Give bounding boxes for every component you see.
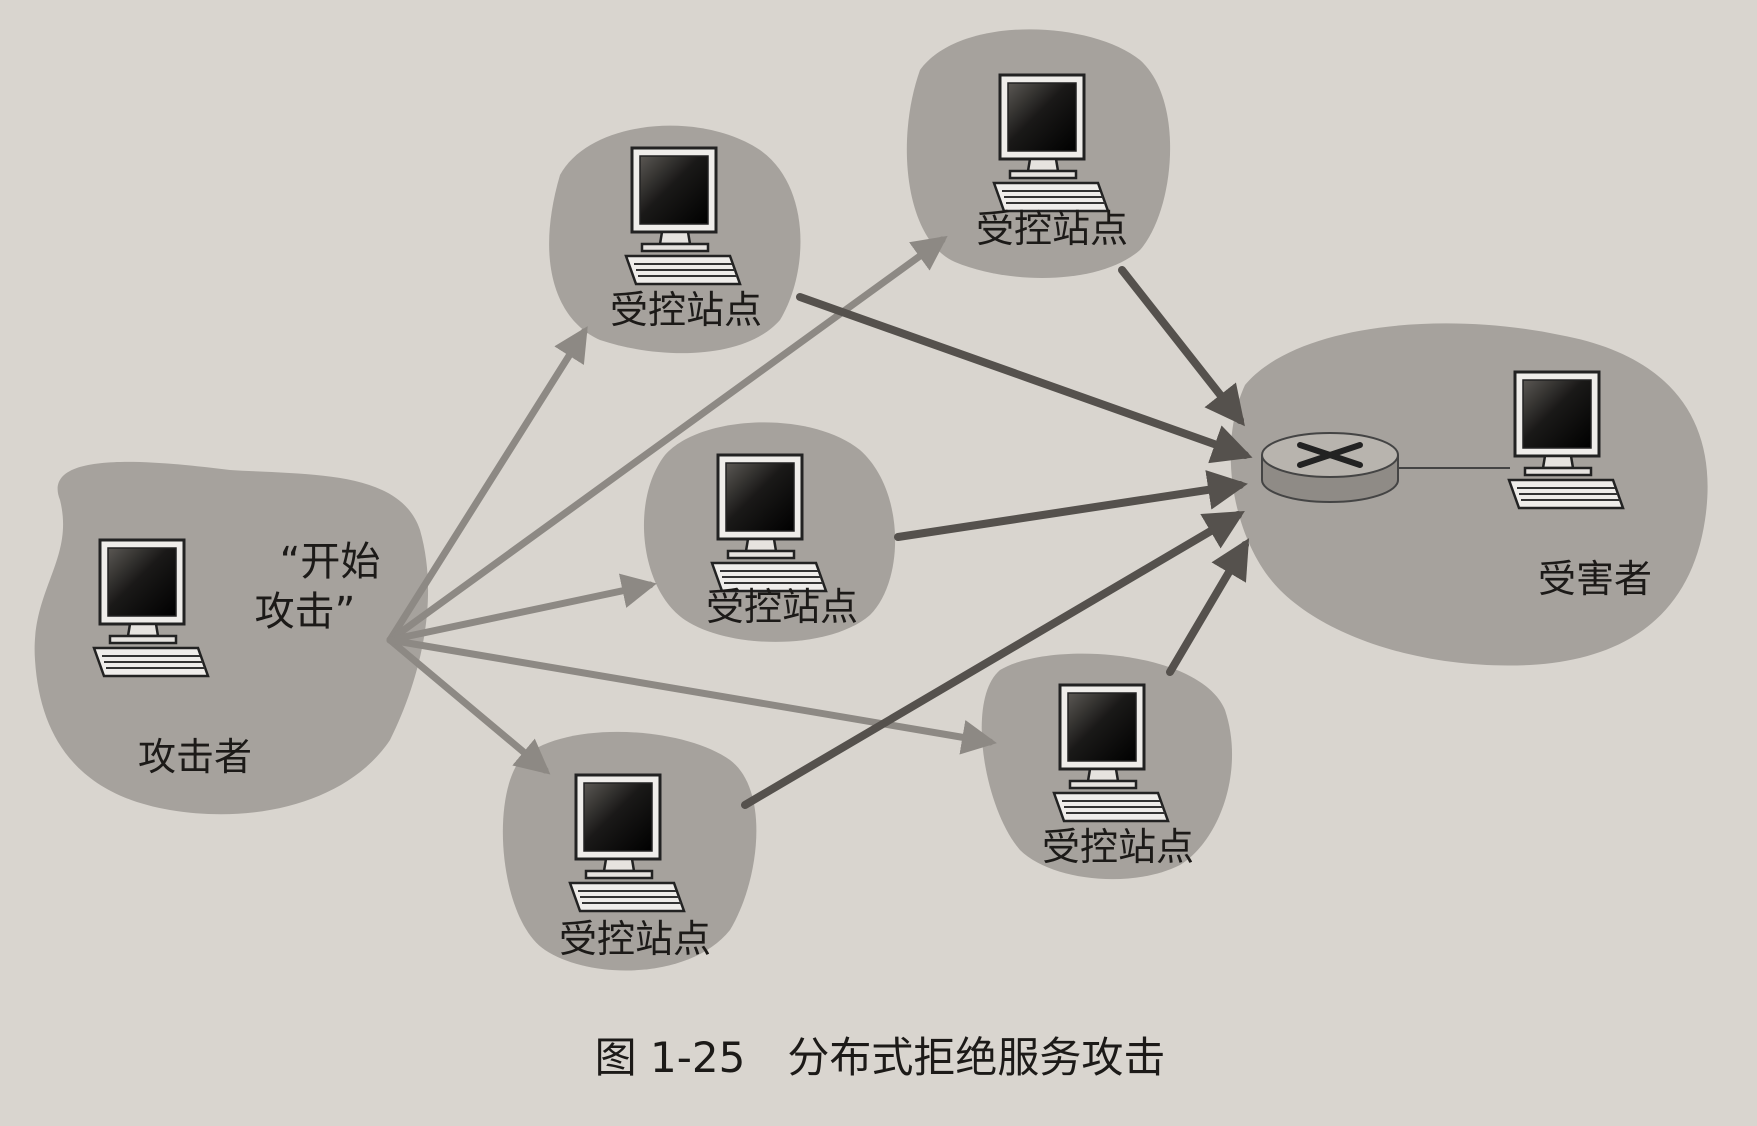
zombie-label: 受控站点 (1042, 825, 1194, 869)
attack-arrow-zombie-top-left-to-victim (796, 293, 1253, 464)
attack-arrow-zombie-top-right-to-victim (1118, 266, 1245, 427)
attack-arrow-zombie-bottom-right-to-victim (1166, 538, 1250, 676)
zombie-label: 受控站点 (610, 288, 762, 332)
command-arrow-attacker-to-zombie-bottom-left (386, 636, 551, 775)
attack-command-label: “开始攻击” (255, 539, 381, 635)
zombie-label: 受控站点 (976, 207, 1128, 251)
victim-label: 受害者 (1538, 557, 1652, 601)
zombie-label: 受控站点 (706, 585, 858, 629)
attack-arrow-zombie-middle-to-victim (894, 470, 1248, 541)
edges (386, 235, 1253, 809)
attacker-label: 攻击者 (138, 735, 252, 779)
command-arrow-attacker-to-zombie-bottom-right (386, 636, 997, 755)
command-arrow-attacker-to-zombie-top-right (386, 235, 948, 644)
command-arrow-attacker-to-zombie-middle (386, 573, 657, 644)
zombie-label: 受控站点 (559, 917, 711, 961)
router-icon (1261, 432, 1510, 503)
figure-caption: 图 1-25 分布式拒绝服务攻击 (595, 1033, 1166, 1082)
attack-arrow-zombie-bottom-left-to-victim (741, 510, 1245, 809)
node-blobs (34, 29, 1708, 971)
command-arrow-attacker-to-zombie-top-left (386, 326, 588, 644)
